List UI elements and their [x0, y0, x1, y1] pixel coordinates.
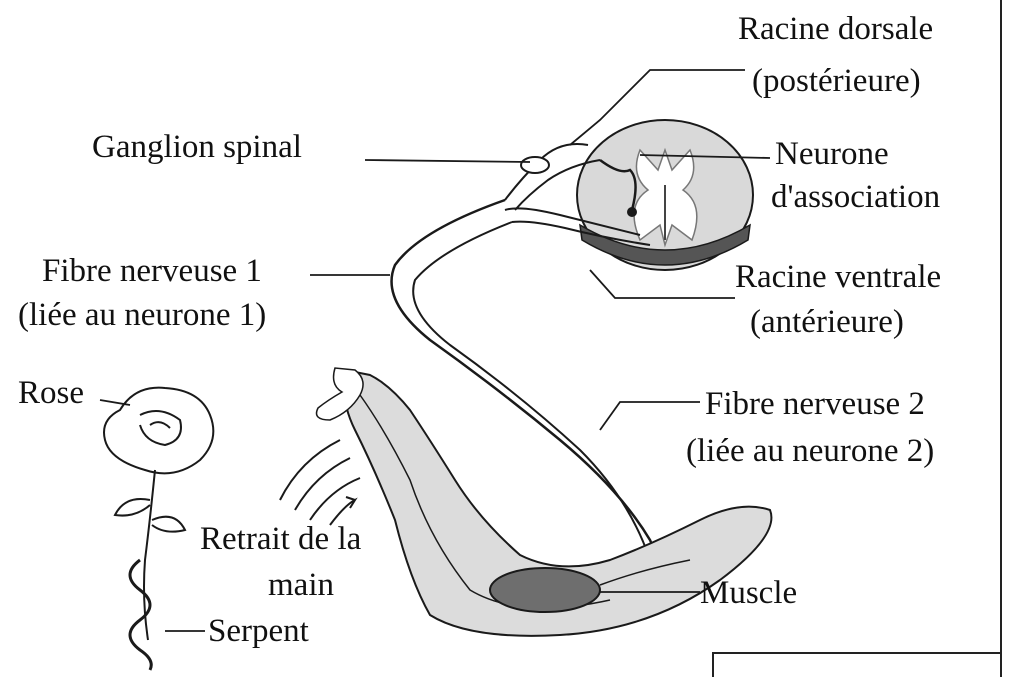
frame-box-left: [712, 652, 714, 677]
label-racine-dorsale: Racine dorsale: [738, 10, 933, 48]
label-posterieure: (postérieure): [752, 62, 921, 100]
label-main: main: [268, 566, 334, 604]
label-fibre-nerveuse-2-sub: (liée au neurone 2): [686, 432, 934, 470]
label-racine-ventrale: Racine ventrale: [735, 258, 941, 296]
label-fibre-nerveuse-2: Fibre nerveuse 2: [705, 385, 925, 423]
spinal-cord-section: [577, 120, 753, 270]
label-muscle: Muscle: [700, 574, 797, 612]
label-rose: Rose: [18, 374, 84, 412]
frame-right-edge: [1000, 0, 1002, 677]
label-serpent: Serpent: [208, 612, 309, 650]
label-ganglion-spinal: Ganglion spinal: [92, 128, 302, 166]
label-neurone: Neurone: [775, 135, 889, 173]
label-fibre-nerveuse-1-sub: (liée au neurone 1): [18, 296, 266, 334]
muscle-shape: [490, 568, 600, 612]
label-retrait: Retrait de la: [200, 520, 361, 558]
withdrawal-motion-lines: [280, 440, 360, 525]
rose-illustration: [104, 388, 213, 640]
label-fibre-nerveuse-1: Fibre nerveuse 1: [42, 252, 262, 290]
snake-illustration: [130, 560, 151, 670]
label-anterieure: (antérieure): [750, 303, 904, 341]
rose-head: [104, 388, 213, 474]
frame-box-top: [712, 652, 1002, 654]
spinal-ganglion: [521, 157, 549, 173]
label-d-association: d'association: [771, 178, 940, 216]
